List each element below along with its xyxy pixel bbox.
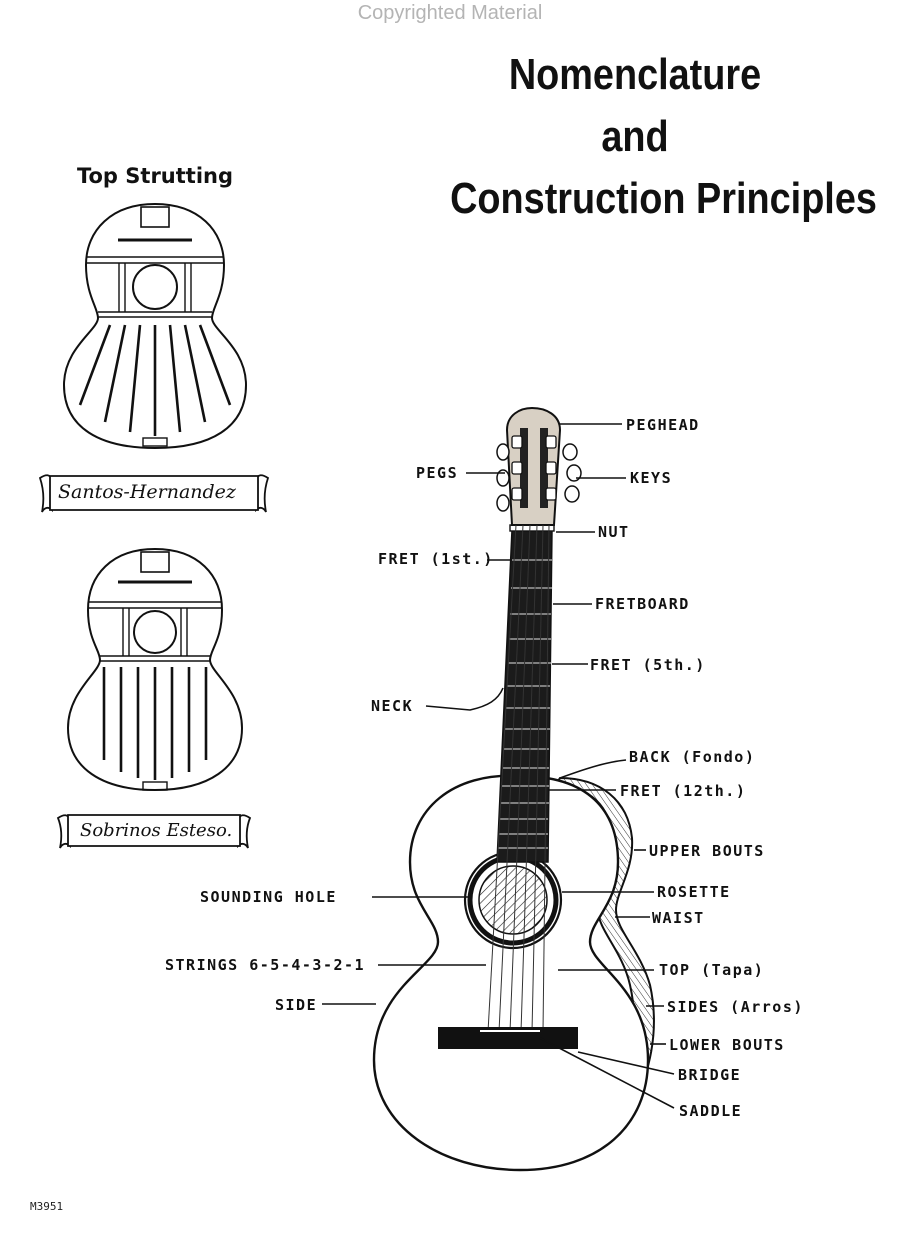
label-fretboard: FRETBOARD <box>595 595 690 613</box>
title-line-1: Nomenclature <box>508 50 762 99</box>
sound-hole <box>478 865 548 935</box>
leader-lines <box>322 423 675 1109</box>
label-back: BACK (Fondo) <box>629 748 756 766</box>
title-line-3: Construction Principles <box>450 174 877 223</box>
label-fret-1st: FRET (1st.) <box>378 550 494 568</box>
banner-santos <box>38 474 270 513</box>
frets <box>498 559 552 849</box>
maker-sobrinos-esteso: Sobrinos Esteso. <box>80 820 233 841</box>
label-peghead: PEGHEAD <box>626 416 700 434</box>
title-line-2: and <box>601 112 669 161</box>
maker-santos-hernandez: Santos-Hernandez <box>58 481 236 503</box>
label-top: TOP (Tapa) <box>659 961 765 979</box>
strutting-diagram-esteso <box>66 547 244 792</box>
label-fret-5th: FRET (5th.) <box>590 656 706 674</box>
page-code: M3951 <box>30 1200 64 1213</box>
label-saddle: SADDLE <box>679 1102 743 1120</box>
label-upper-bouts: UPPER BOUTS <box>649 842 765 860</box>
label-sounding-hole: SOUNDING HOLE <box>200 888 337 906</box>
label-keys: KEYS <box>630 469 673 487</box>
label-pegs: PEGS <box>416 464 459 482</box>
label-side: SIDE <box>275 996 318 1014</box>
strutting-diagram-santos <box>62 202 248 450</box>
strutting-heading: Top Strutting <box>76 164 234 188</box>
keys <box>496 443 582 512</box>
watermark: Copyrighted Material <box>357 2 543 24</box>
pegs <box>511 435 557 501</box>
strings <box>487 524 550 1033</box>
label-fret-12th: FRET (12th.) <box>620 782 747 800</box>
label-waist: WAIST <box>652 909 705 927</box>
label-neck: NECK <box>371 697 414 715</box>
label-strings: STRINGS 6-5-4-3-2-1 <box>165 956 366 974</box>
page-title: Nomenclature and Construction Principles <box>450 44 877 230</box>
label-nut: NUT <box>598 523 630 541</box>
guitar <box>372 406 655 1172</box>
guitar-body <box>372 774 650 1172</box>
bridge <box>438 1027 578 1049</box>
label-bridge: BRIDGE <box>678 1066 742 1084</box>
label-rosette: ROSETTE <box>657 883 731 901</box>
fretboard <box>496 529 553 863</box>
label-sides: SIDES (Arros) <box>667 998 804 1016</box>
banner-esteso <box>56 814 252 849</box>
label-lower-bouts: LOWER BOUTS <box>669 1036 785 1054</box>
